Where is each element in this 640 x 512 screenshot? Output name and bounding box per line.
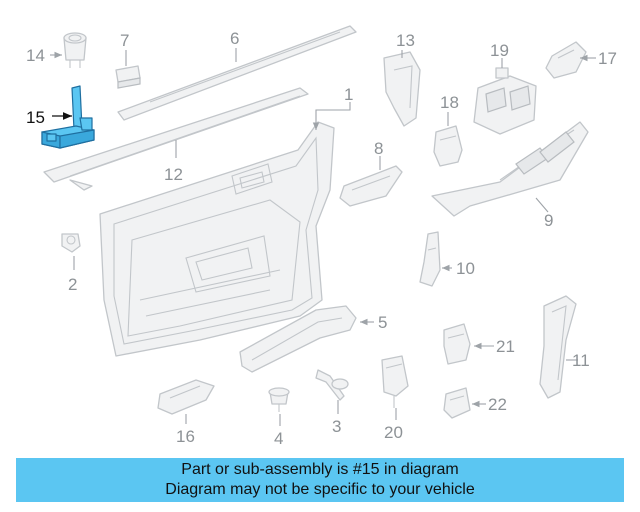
callout-18: 18 [440, 93, 459, 112]
part-18-switch [433, 125, 463, 167]
leader-1 [312, 102, 351, 130]
part-20-clip [381, 355, 409, 408]
callout-12: 12 [164, 165, 183, 184]
banner-line-1: Part or sub-assembly is #15 in diagram [181, 461, 459, 478]
part-21-clip [443, 323, 471, 365]
callout-14: 14 [26, 46, 45, 65]
callout-4: 4 [274, 429, 283, 448]
callout-20: 20 [384, 423, 403, 442]
part-17-switch [545, 41, 587, 79]
callout-13: 13 [396, 31, 415, 50]
part-3-screw [315, 369, 349, 401]
callout-9: 9 [544, 211, 553, 230]
callout-10: 10 [456, 259, 475, 278]
part-16-handle-housing [157, 379, 215, 415]
banner-line-2: Diagram may not be specific to your vehi… [165, 481, 475, 498]
part-7-clip [115, 65, 141, 89]
part-10-bracket [419, 231, 441, 287]
part-6-belt-molding [117, 25, 357, 121]
part-2-fastener [61, 233, 81, 253]
part-9-switch-bezel [431, 121, 589, 217]
callout-7: 7 [120, 31, 129, 50]
callout-21: 21 [496, 337, 515, 356]
callout-5: 5 [378, 313, 387, 332]
callout-19: 19 [490, 41, 509, 60]
callout-17: 17 [598, 49, 617, 68]
part-11-trim-strip [539, 295, 577, 399]
part-4-push-pin [268, 387, 290, 412]
callout-8: 8 [374, 139, 383, 158]
callout-22: 22 [488, 395, 507, 414]
part-22-clip [443, 387, 471, 419]
part-13-bracket [383, 51, 421, 127]
callout-11: 11 [572, 351, 590, 370]
callout-1: 1 [344, 85, 353, 104]
callout-16: 16 [176, 427, 195, 446]
info-banner: Part or sub-assembly is #15 in diagram D… [16, 458, 624, 502]
part-19-switch-block [473, 67, 537, 135]
part-1-door-trim-panel [99, 121, 335, 357]
part-5-armrest [239, 305, 357, 373]
callout-3: 3 [332, 417, 341, 436]
callout-6: 6 [230, 29, 239, 48]
part-14-clip [63, 32, 87, 68]
callout-2: 2 [68, 275, 77, 294]
part-15-switch-bracket [41, 85, 95, 149]
leader-9 [535, 197, 549, 213]
callout-15: 15 [26, 108, 45, 127]
part-8-cover [339, 165, 403, 207]
part-12-weatherstrip [43, 87, 309, 191]
